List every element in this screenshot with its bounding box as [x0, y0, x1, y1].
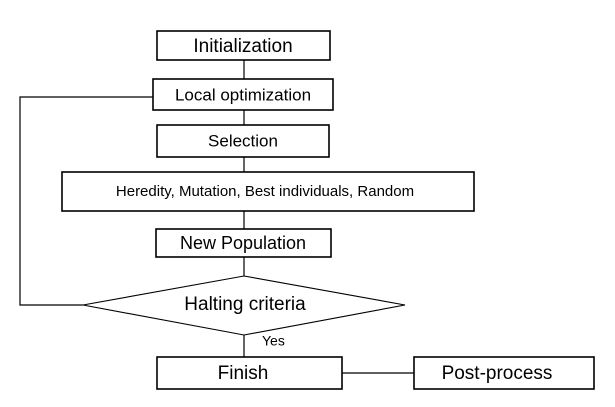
post-process-label: Post-process	[442, 363, 553, 384]
local-optimization-box	[152, 78, 334, 111]
new-population-box	[155, 228, 332, 258]
selection-label: Selection	[208, 131, 278, 150]
initialization-box	[156, 30, 331, 61]
halting-criteria-label: Halting criteria	[184, 294, 306, 315]
post-process-box	[413, 356, 595, 390]
finish-label: Finish	[218, 363, 269, 384]
local-optimization-label: Local optimization	[175, 85, 311, 104]
initialization-label: Initialization	[193, 36, 292, 57]
new-population-label: New Population	[180, 233, 306, 253]
loop-back-connector	[19, 96, 153, 306]
halting-criteria-diamond	[82, 275, 406, 336]
operators-box	[61, 171, 475, 212]
operators-label: Heredity, Mutation, Best individuals, Ra…	[116, 183, 414, 200]
selection-box	[156, 124, 330, 158]
yes-edge-label: Yes	[262, 333, 285, 349]
finish-box	[156, 356, 343, 390]
